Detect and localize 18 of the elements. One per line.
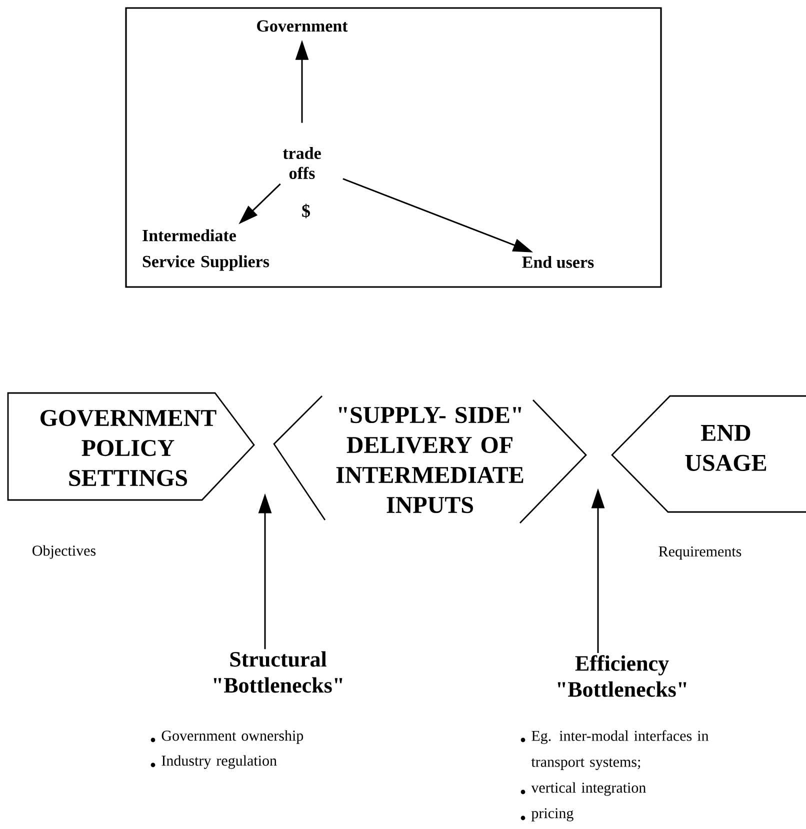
beside-text: $ — [302, 204, 310, 218]
bullet-text: vertical integration — [531, 782, 646, 796]
node-label: Intermediate Service Suppliers — [142, 229, 270, 271]
node-label: Government — [257, 20, 348, 32]
frame-box — [125, 7, 662, 288]
bullet-text: Government ownership — [162, 730, 304, 744]
heading-text: Efficiency "Bottlenecks" — [558, 655, 686, 697]
bullet-text: Industry regulation — [162, 755, 277, 769]
bullet-text: Eg. inter-modal interfaces in transport systems; — [531, 730, 709, 770]
chevron-box: END USAGE — [611, 395, 806, 513]
beside-text: Objectives — [32, 545, 96, 559]
beside-text: Requirements — [658, 546, 742, 560]
node-label: End users — [522, 256, 594, 268]
chevron-brackets: "SUPPLY- SIDE" DELIVERY OF INTERMEDIATE INPUTS — [273, 395, 587, 524]
heading-text: Structural "Bottlenecks" — [214, 651, 342, 693]
node-label: trade offs — [282, 147, 321, 179]
pentagon-box: GOVERNMENT POLICY SETTINGS — [7, 392, 255, 501]
bullet-text: pricing — [531, 808, 574, 822]
